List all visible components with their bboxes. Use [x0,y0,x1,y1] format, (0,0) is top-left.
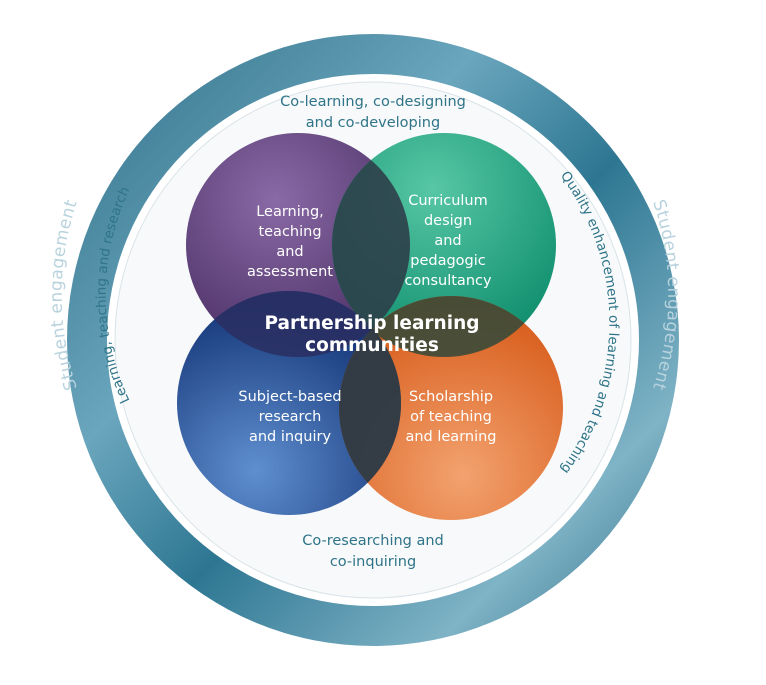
inner-top-line-2: and co-developing [306,115,440,131]
svg-text:of teaching: of teaching [410,409,492,425]
bottom-right-circle-text: Scholarship of teaching and learning [405,389,496,445]
svg-text:consultancy: consultancy [404,273,492,289]
inner-top-line-1: Co-learning, co-designing [280,94,466,110]
svg-text:Learning,: Learning, [256,204,324,220]
top-left-circle-text: Learning, teaching and assessment [247,204,333,280]
svg-text:Partnership learning: Partnership learning [265,313,480,334]
svg-text:and inquiry: and inquiry [249,429,331,445]
circle-subject-research [177,291,401,515]
svg-text:and: and [434,233,461,249]
circle-scholarship [339,296,563,520]
bottom-left-circle-text: Subject-based research and inquiry [238,389,341,445]
svg-text:and: and [276,244,303,260]
center-title: Partnership learning communities [265,313,480,356]
svg-text:Scholarship: Scholarship [409,389,493,405]
svg-text:and learning: and learning [405,429,496,445]
svg-text:teaching: teaching [258,224,321,240]
svg-text:pedagogic: pedagogic [410,253,486,269]
svg-text:Curriculum: Curriculum [408,193,488,209]
svg-text:assessment: assessment [247,264,333,280]
svg-text:communities: communities [305,335,439,356]
svg-text:design: design [424,213,472,229]
top-right-circle-text: Curriculum design and pedagogic consulta… [404,193,492,289]
inner-bottom-line-1: Co-researching and [302,533,444,549]
svg-text:Subject-based: Subject-based [238,389,341,405]
svg-text:research: research [259,409,322,425]
inner-bottom-line-2: co-inquiring [330,554,416,570]
